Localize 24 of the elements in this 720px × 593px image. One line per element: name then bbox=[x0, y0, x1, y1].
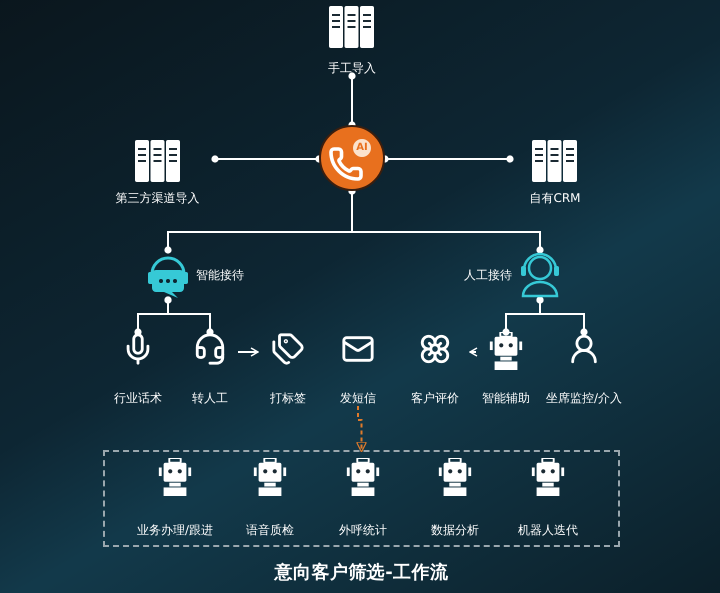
node-label: 发短信 bbox=[340, 391, 376, 406]
node-label: 业务办理/跟进 bbox=[136, 523, 214, 538]
node-label: 智能辅助 bbox=[482, 391, 530, 406]
node-label: 机器人迭代 bbox=[518, 523, 578, 538]
node-label: 智能接待 bbox=[196, 268, 244, 282]
node-label: 人工接待 bbox=[464, 268, 512, 282]
node-label: 行业话术 bbox=[114, 391, 162, 406]
node-label: 转人工 bbox=[192, 391, 228, 406]
node-label: 外呼统计 bbox=[339, 523, 387, 538]
node-label: 第三方渠道导入 bbox=[116, 191, 200, 206]
node-label: 打标签 bbox=[270, 391, 306, 406]
connector bbox=[469, 347, 478, 357]
node-label: 手工导入 bbox=[328, 61, 376, 76]
node-label: 客户评价 bbox=[411, 391, 459, 406]
connector bbox=[238, 347, 259, 357]
node-label: 坐席监控/介入 bbox=[546, 391, 622, 406]
connector bbox=[356, 406, 368, 453]
workflow-title: 意向客户筛选-工作流 bbox=[274, 561, 448, 585]
connector bbox=[164, 296, 214, 336]
node-label: 语音质检 bbox=[246, 523, 294, 538]
ai-badge: AI bbox=[351, 137, 373, 159]
node-label: 数据分析 bbox=[431, 523, 479, 538]
node-label: 自有CRM bbox=[529, 191, 581, 206]
connector bbox=[536, 296, 588, 336]
